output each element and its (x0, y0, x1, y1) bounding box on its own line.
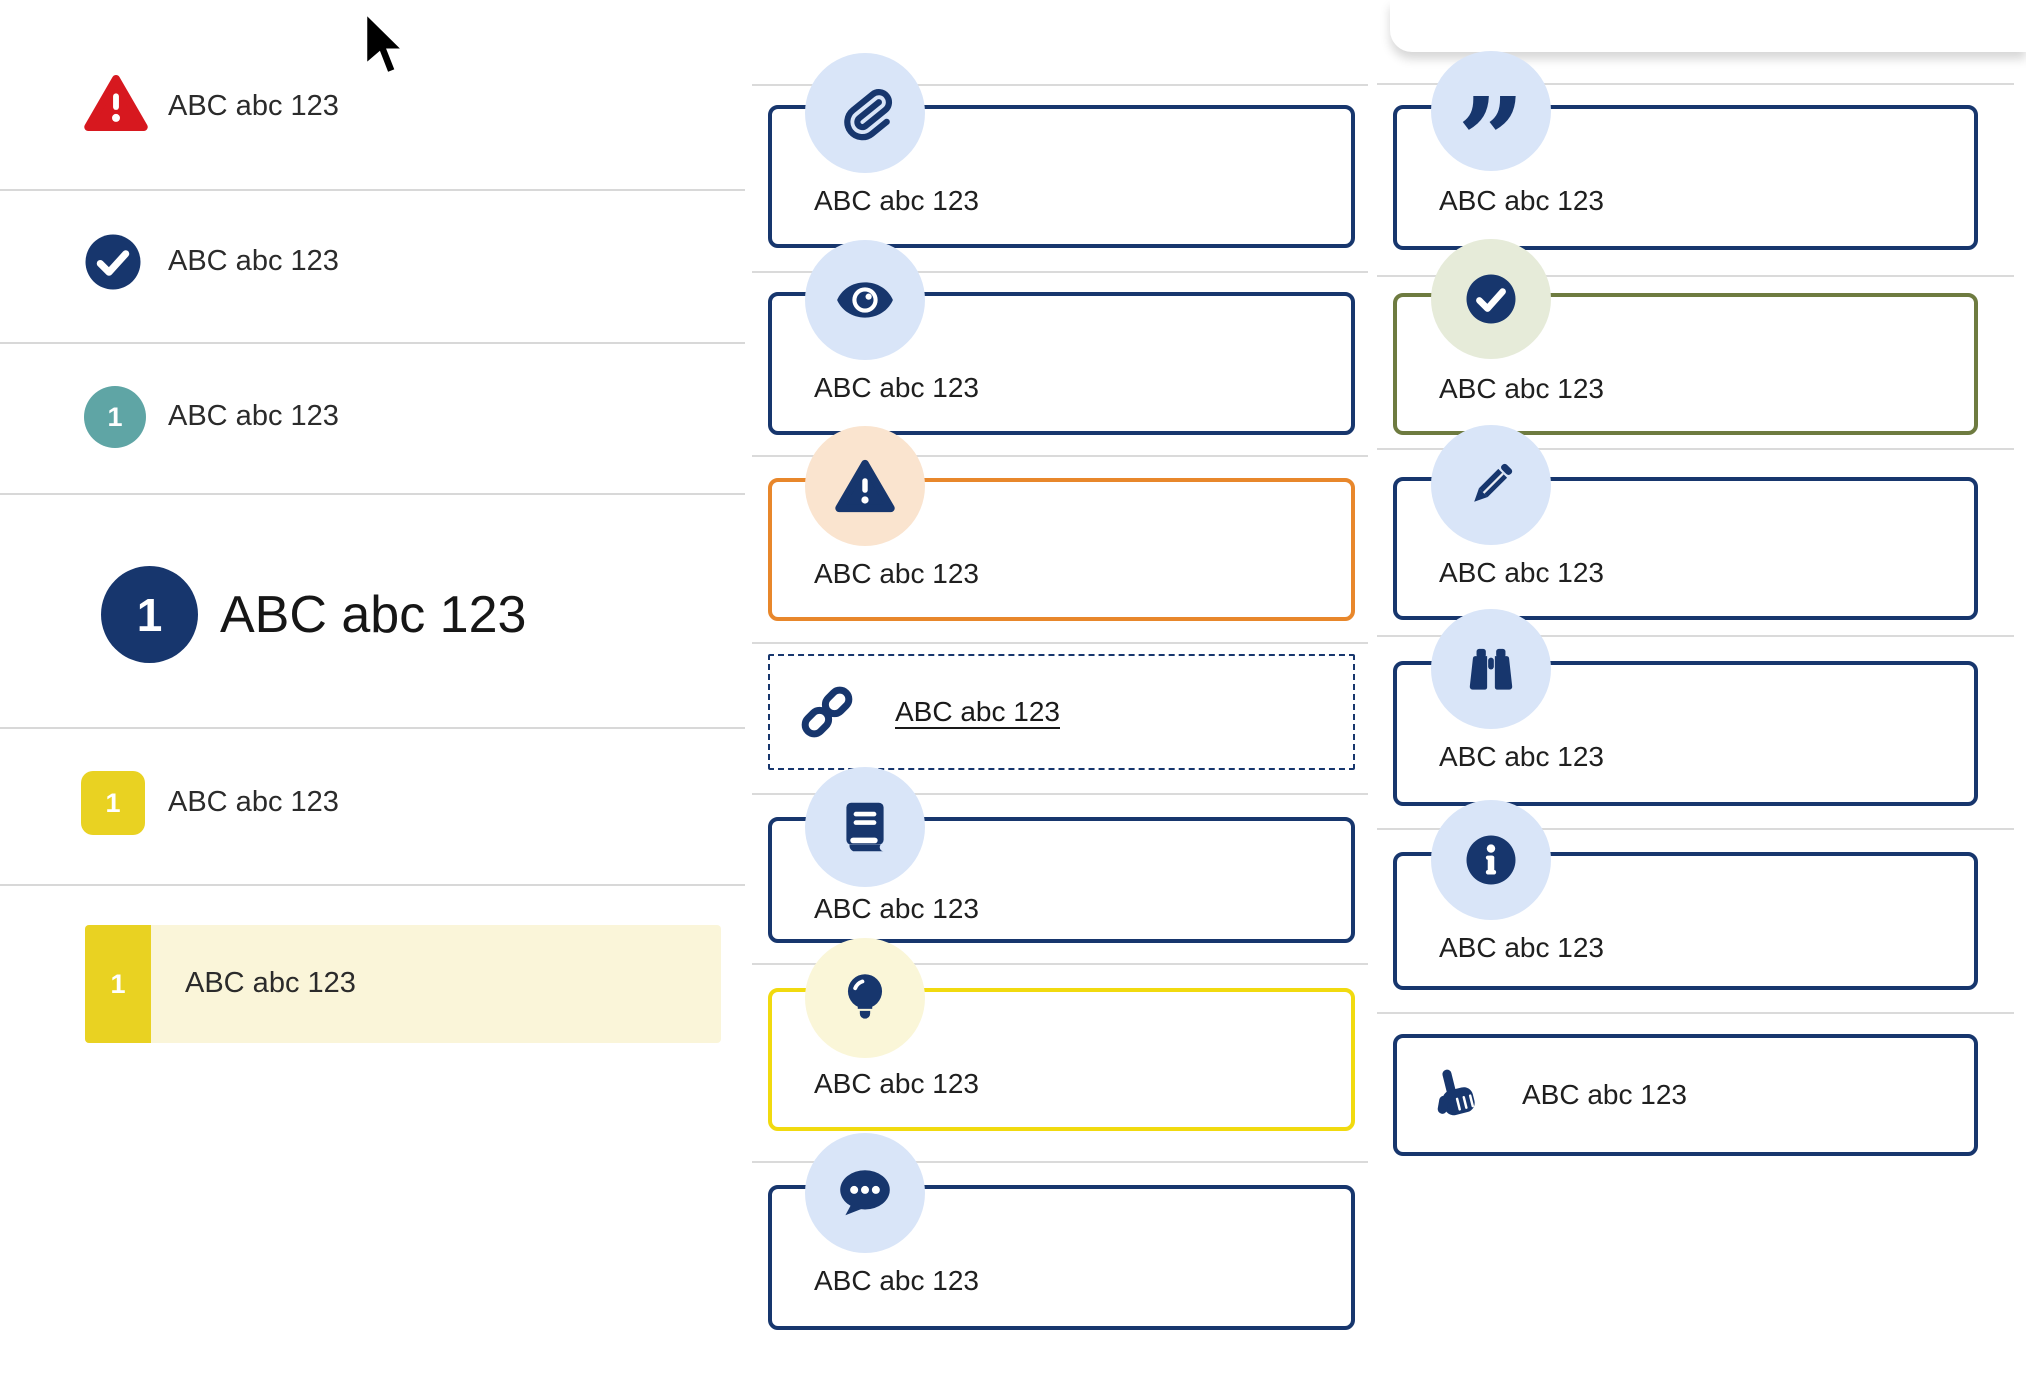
navy-number-badge: 1 (101, 566, 198, 663)
list-item-label: ABC abc 123 (168, 400, 339, 432)
paperclip-icon (805, 53, 925, 173)
divider (0, 884, 745, 886)
row-divider (752, 963, 1368, 965)
divider (0, 727, 745, 729)
comment-icon (805, 1133, 925, 1253)
row-divider (752, 84, 1368, 86)
card-label: ABC abc 123 (814, 558, 979, 589)
eye-icon (805, 240, 925, 360)
list-item-label: ABC abc 123 (185, 967, 356, 999)
check-circle-icon (1431, 239, 1551, 359)
divider (0, 493, 745, 495)
card-edit[interactable]: ABC abc 123 (1393, 477, 1978, 620)
row-divider (752, 271, 1368, 273)
card-label: ABC abc 123 (814, 1265, 979, 1296)
list-item-label: ABC abc 123 (168, 786, 339, 818)
warning-triangle-icon (805, 426, 925, 546)
mouse-cursor (362, 6, 410, 80)
alert-triangle-icon (84, 70, 148, 136)
card-label: ABC abc 123 (1439, 932, 1604, 963)
card-label: ABC abc 123 (814, 372, 979, 403)
card-action[interactable]: ABC abc 123 (1393, 1034, 1978, 1156)
card-comment[interactable]: ABC abc 123 (768, 1185, 1355, 1330)
card-label: ABC abc 123 (1439, 741, 1604, 772)
card-link[interactable]: ABC abc 123 (768, 654, 1355, 770)
card-label: ABC abc 123 (814, 893, 979, 924)
card-label: ABC abc 123 (1439, 373, 1604, 404)
card-label: ABC abc 123 (1439, 185, 1604, 216)
card-label: ABC abc 123 (1522, 1079, 1687, 1110)
row-divider (752, 793, 1368, 795)
card-link-label[interactable]: ABC abc 123 (895, 696, 1060, 727)
link-icon (792, 677, 862, 747)
row-divider (1377, 83, 2014, 85)
hand-point-icon (1421, 1062, 1487, 1128)
divider (0, 189, 745, 191)
row-divider (752, 642, 1368, 644)
yellow-number-badge: 1 (81, 771, 145, 835)
row-divider (1377, 1012, 2014, 1014)
check-circle-icon (83, 232, 143, 292)
teal-number-badge: 1 (84, 386, 146, 448)
page-heading: ABC abc 123 (220, 586, 527, 644)
card-label: ABC abc 123 (814, 185, 979, 216)
row-divider (752, 1161, 1368, 1163)
card-label: ABC abc 123 (1439, 557, 1604, 588)
lightbulb-icon (805, 938, 925, 1058)
info-icon (1431, 800, 1551, 920)
pencil-icon (1431, 425, 1551, 545)
list-item-label: ABC abc 123 (168, 90, 339, 122)
row-divider (752, 455, 1368, 457)
row-divider (1377, 635, 2014, 637)
quote-icon: ” (1431, 51, 1551, 200)
card-info[interactable]: ABC abc 123 (1393, 852, 1978, 990)
selection-highlight (85, 925, 721, 1043)
scrolled-card-remnant (1390, 0, 2026, 52)
list-item-label: ABC abc 123 (168, 245, 339, 277)
yellow-number-badge: 1 (85, 925, 151, 1043)
book-icon (805, 767, 925, 887)
row-divider (1377, 828, 2014, 830)
binoculars-icon (1431, 609, 1551, 729)
row-divider (1377, 448, 2014, 450)
card-label: ABC abc 123 (814, 1068, 979, 1099)
divider (0, 342, 745, 344)
row-divider (1377, 275, 2014, 277)
